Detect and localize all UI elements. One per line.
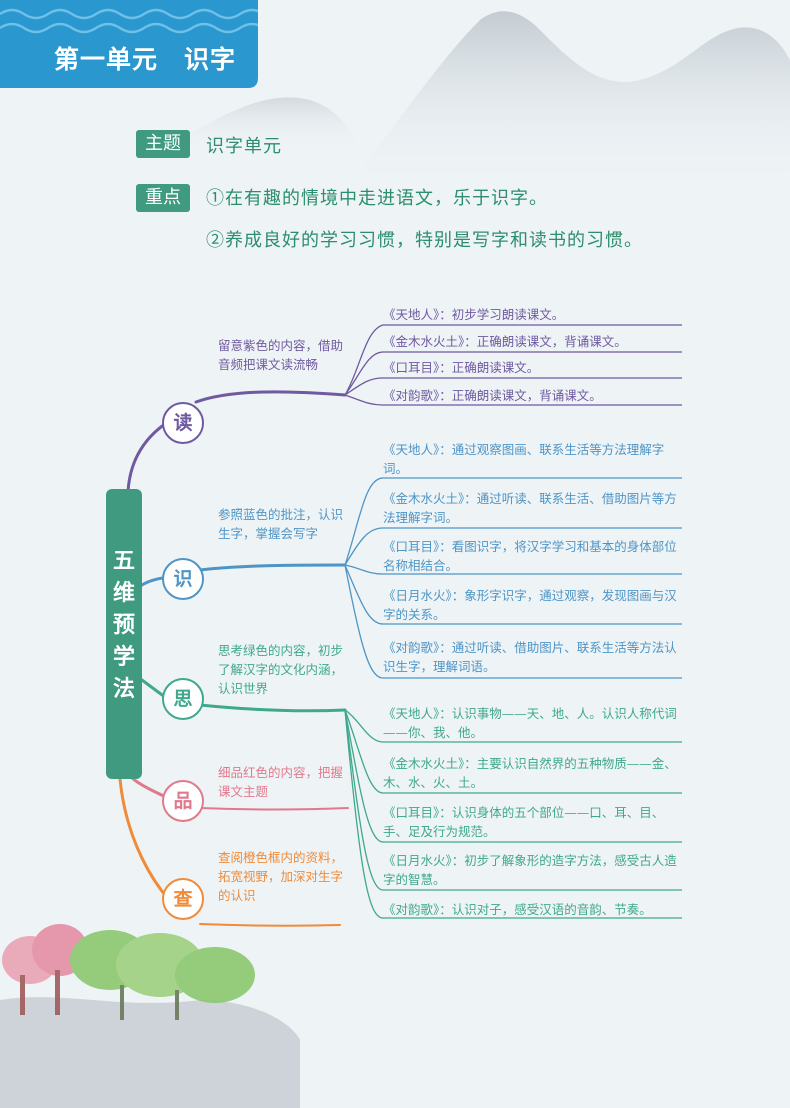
topic-tag: 主题	[136, 130, 190, 158]
du-item: 《金木水火土》：正确朗读课文，背诵课文。	[383, 334, 627, 349]
mindmap-center-bar	[106, 489, 142, 779]
branch-shi-circle: 识	[162, 558, 204, 600]
shi-item: 《对韵歌》：通过听读、借助图片、联系生活等方法认识生字，理解词语。	[383, 640, 677, 674]
focus-tag: 重点	[136, 184, 190, 212]
si-item: 《口耳目》：认识身体的五个部位——口、耳、目、手、足及行为规范。	[383, 805, 665, 839]
branch-si-note: 思考绿色的内容，初步了解汉字的文化内涵，认识世界	[218, 643, 344, 696]
branch-cha-circle: 查	[162, 878, 204, 920]
tree-illustration	[2, 924, 255, 1020]
si-item: 《对韵歌》：认识对子，感受汉语的音韵、节奏。	[383, 902, 652, 917]
shi-item: 《日月水火》：象形字识字，通过观察，发现图画与汉字的关系。	[383, 588, 677, 622]
unit-title: 第一单元 识字	[54, 45, 237, 74]
focus-line-2: ②养成良好的学习习惯，特别是写字和读书的习惯。	[206, 230, 643, 251]
shi-item: 《金木水火土》：通过听读、联系生活、借助图片等方法理解字词。	[383, 491, 677, 525]
focus-line-1: ①在有趣的情境中走进语文，乐于识字。	[206, 188, 548, 209]
branch-du-note: 留意紫色的内容，借助音频把课文读流畅	[218, 338, 344, 372]
du-item: 《口耳目》：正确朗读课文。	[383, 360, 540, 375]
mindmap-center-title: 五维预学法	[112, 549, 135, 702]
branch-shi-note: 参照蓝色的批注，认识生字，掌握会写字	[218, 507, 344, 541]
branch-pin-note: 细品红色的内容，把握课文主题	[218, 765, 344, 799]
branch-du-circle: 读	[162, 402, 204, 444]
shi-item: 《天地人》：通过观察图画、联系生活等方法理解字词。	[383, 442, 665, 476]
si-item: 《日月水火》：初步了解象形的造字方法，感受古人造字的智慧。	[383, 853, 677, 887]
si-item: 《金木水火土》：主要认识自然界的五种物质——金、木、水、火、土。	[383, 756, 677, 790]
si-item: 《天地人》：认识事物——天、地、人。认识人称代词——你、我、他。	[383, 706, 677, 740]
shi-item: 《口耳目》：看图识字，将汉字学习和基本的身体部位名称相结合。	[383, 539, 677, 573]
du-item: 《对韵歌》：正确朗读课文，背诵课文。	[383, 388, 602, 403]
du-item: 《天地人》：初步学习朗读课文。	[383, 307, 565, 322]
branch-pin-circle: 品	[162, 780, 204, 822]
branch-si-circle: 思	[162, 678, 204, 720]
branch-cha-note: 查阅橙色框内的资料，拓宽视野，加深对生字的认识	[218, 850, 344, 903]
header-banner	[0, 0, 258, 88]
topic-text: 识字单元	[206, 136, 282, 157]
